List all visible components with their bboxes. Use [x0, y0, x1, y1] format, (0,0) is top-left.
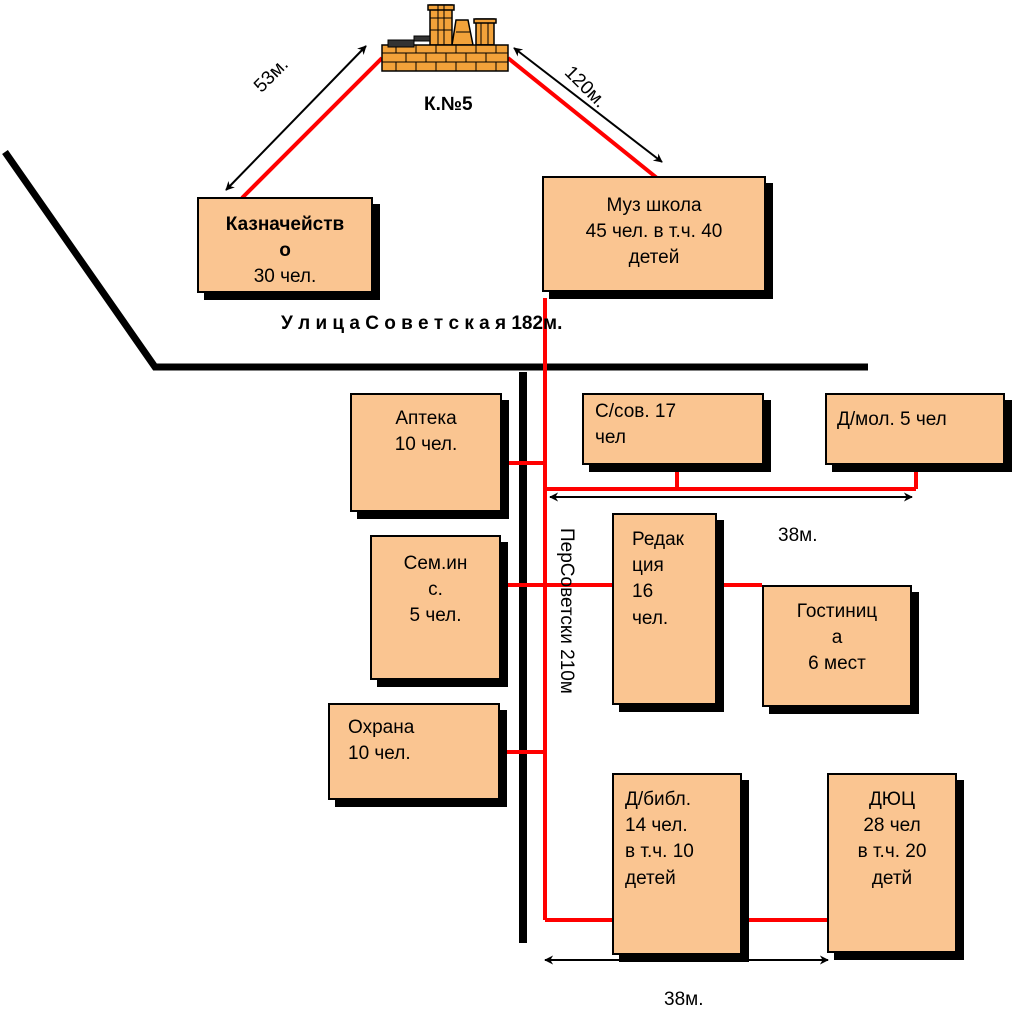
village-council-name: С/сов. 17 [595, 401, 677, 422]
building-seed-inspection: Сем.ин с. 5 чел. [370, 535, 501, 680]
building-youth-center: ДЮЦ 28 чел в т.ч. 20 детй [827, 773, 957, 953]
editorial-count: 16 [632, 581, 654, 603]
treasury-name: Казначейств [225, 214, 345, 235]
youth-center-children-unit: детй [871, 867, 913, 889]
library-children: в т.ч. 10 [625, 841, 694, 863]
hotel-name: Гостиниц [796, 601, 878, 622]
editorial-name-cont: ция [632, 555, 664, 577]
building-youth-house: Д/мол. 5 чел [825, 393, 1005, 465]
building-hotel: Гостиниц а 6 мест [762, 585, 912, 707]
building-pharmacy: Аптека 10 чел. [350, 393, 502, 512]
pharmacy-count: 10 чел. [394, 434, 458, 456]
youth-center-name: ДЮЦ [868, 789, 916, 810]
seed-inspection-name: Сем.ин [403, 553, 468, 574]
seed-inspection-name-cont: с. [428, 579, 443, 601]
seed-inspection-count: 5 чел. [409, 605, 462, 627]
editorial-name: Редак [632, 529, 684, 550]
road-diagonal [2, 149, 868, 371]
boiler-house-icon [381, 4, 509, 72]
youth-house-label: Д/мол. 5 чел [837, 409, 947, 430]
village-council-count: чел [595, 427, 626, 449]
roads [2, 149, 868, 943]
library-children-unit: детей [625, 867, 676, 889]
boiler-label: К.№5 [424, 94, 473, 115]
street-label: У л и ц а С о в е т с к а я 182м. [281, 313, 563, 334]
hotel-capacity: 6 мест [808, 653, 866, 675]
editorial-count-unit: чел. [632, 607, 669, 629]
youth-center-count: 28 чел [863, 815, 921, 837]
building-editorial: Редак ция 16 чел. [612, 513, 717, 705]
building-children-library: Д/библ. 14 чел. в т.ч. 10 детей [612, 773, 742, 955]
music-school-count: 45 чел. в т.ч. 40 [585, 221, 723, 243]
treasury-name-cont: о [279, 240, 291, 262]
treasury-count: 30 чел. [253, 266, 317, 288]
arrow-120m [513, 47, 663, 163]
music-school-children: детей [628, 247, 680, 269]
building-music-school: Муз школа 45 чел. в т.ч. 40 детей [542, 176, 766, 292]
distance-label-lower-38m: 38м. [664, 989, 704, 1010]
building-treasury: Казначейств о 30 чел. [197, 197, 373, 293]
distance-label-upper-38m: 38м. [778, 525, 818, 546]
building-village-council: С/сов. 17 чел [582, 393, 764, 465]
arrow-53m [225, 45, 367, 191]
lane-label: ПерСоветски 210м [556, 528, 577, 694]
pharmacy-name: Аптека [395, 408, 457, 429]
dimension-arrows [225, 45, 913, 965]
library-name: Д/библ. [625, 789, 692, 810]
security-name: Охрана [348, 717, 415, 738]
library-count: 14 чел. [625, 815, 688, 837]
youth-center-children: в т.ч. 20 [857, 841, 927, 863]
hotel-name-cont: а [831, 627, 843, 649]
music-school-name: Муз школа [606, 195, 702, 216]
security-count: 10 чел. [348, 743, 411, 765]
building-security: Охрана 10 чел. [328, 703, 500, 800]
